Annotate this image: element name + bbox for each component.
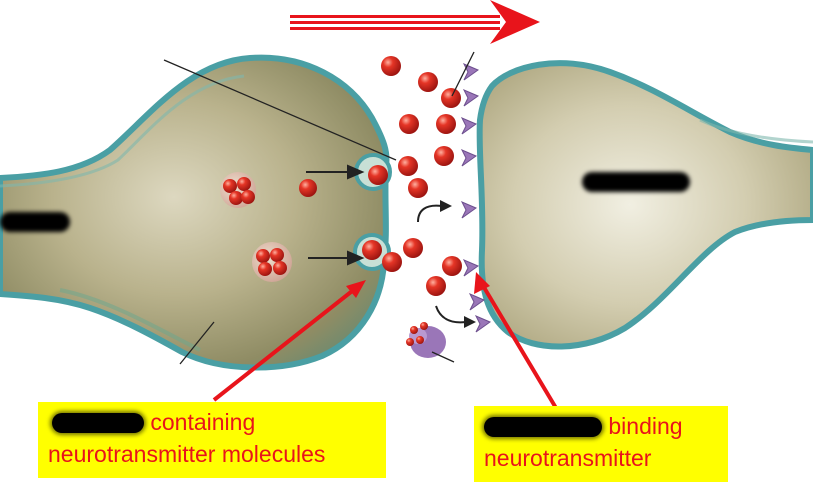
neurotransmitter-molecules — [381, 56, 462, 296]
receptor-proteins — [460, 63, 492, 333]
callout-arrow-receptor — [474, 272, 558, 410]
receptor-callout-line1: binding — [484, 410, 718, 442]
postsynaptic-terminal — [476, 60, 813, 350]
synaptic-vesicle-cluster — [252, 242, 292, 282]
binding-arrow — [417, 204, 467, 324]
receptor-callout-word: binding — [608, 413, 683, 439]
redaction-bar — [484, 417, 602, 437]
callout-arrow-vesicle — [212, 280, 366, 402]
receptor-callout-line2: neurotransmitter — [484, 445, 652, 471]
right-arrow-icon — [290, 0, 540, 44]
receptor-callout: binding neurotransmitter — [474, 406, 728, 482]
docked-vesicle — [354, 153, 392, 191]
presynaptic-terminal — [0, 54, 390, 371]
binding-arrowhead — [440, 200, 452, 212]
vesicle-callout: containing neurotransmitter molecules — [38, 402, 386, 478]
synaptic-vesicle-cluster — [220, 172, 256, 208]
vesicle-callout-line2: neurotransmitter molecules — [48, 441, 326, 467]
enzyme-complex — [406, 322, 446, 358]
redaction-bar — [52, 413, 144, 433]
docked-vesicle — [353, 233, 402, 272]
vesicle-movement-arrow — [306, 164, 365, 266]
neurotransmitter-molecule — [299, 179, 317, 197]
vesicle-callout-line1: containing — [48, 406, 376, 438]
redaction-bar-left — [0, 212, 70, 232]
vesicle-callout-word: containing — [150, 409, 256, 435]
binding-arrowhead — [464, 316, 476, 328]
redaction-bar-right — [582, 172, 690, 192]
pointer-lines — [163, 51, 475, 365]
